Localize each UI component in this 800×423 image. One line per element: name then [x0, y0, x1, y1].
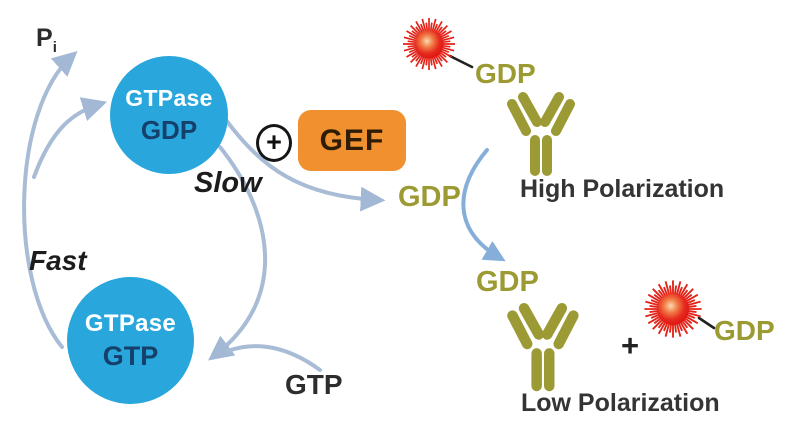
circled-plus-glyph: + [266, 126, 282, 157]
arrow-gdp-release [224, 118, 386, 212]
gtpase-gtp-node: GTPase GTP [67, 277, 194, 404]
gtpase-gdp-node: GTPase GDP [110, 56, 228, 174]
gtpase-gdp-nucleotide-label: GDP [140, 114, 198, 145]
antibody-bound-gdp-label: GDP [476, 266, 539, 298]
high-polarization-label: High Polarization [520, 175, 725, 203]
probe-linker-bottom [697, 316, 716, 330]
circled-plus-icon: + [256, 124, 292, 162]
fast-rate-label: Fast [29, 245, 87, 276]
probe-linker-top [448, 54, 474, 69]
phosphate-label: Pi [36, 24, 57, 56]
gtpase-gtp-nucleotide-label: GTP [102, 340, 159, 371]
fluorophore-icon-top [402, 17, 456, 71]
free-gtp-label: GTP [285, 369, 343, 400]
phosphate-subscript: i [52, 39, 57, 56]
slow-rate-label: Slow [194, 167, 262, 199]
probe-gdp-bottom-label: GDP [714, 315, 775, 346]
antibody-icon-top [512, 97, 570, 171]
arrow-hydrolysis-to-pi [22, 51, 78, 349]
arrow-gtp-binding [226, 344, 322, 372]
arrow-exchange-to-gtpase-gtp [208, 145, 268, 361]
gef-label: GEF [319, 123, 385, 157]
released-gdp-label: GDP [398, 181, 461, 213]
low-polarization-label: Low Polarization [521, 389, 720, 417]
arrow-hydrolysis-to-gtpase-gdp [32, 97, 108, 179]
phosphate-main: P [36, 24, 53, 52]
gtpase-gtp-protein-label: GTPase [84, 309, 177, 337]
plus-sign: + [621, 328, 640, 363]
antibody-icon-bottom [513, 308, 574, 386]
gef-node: GEF [298, 110, 406, 171]
gtpase-gdp-protein-label: GTPase [125, 84, 213, 111]
probe-gdp-top-label: GDP [475, 58, 536, 89]
fluorophore-icon-bottom [643, 279, 703, 339]
arrow-displacement [461, 148, 506, 262]
